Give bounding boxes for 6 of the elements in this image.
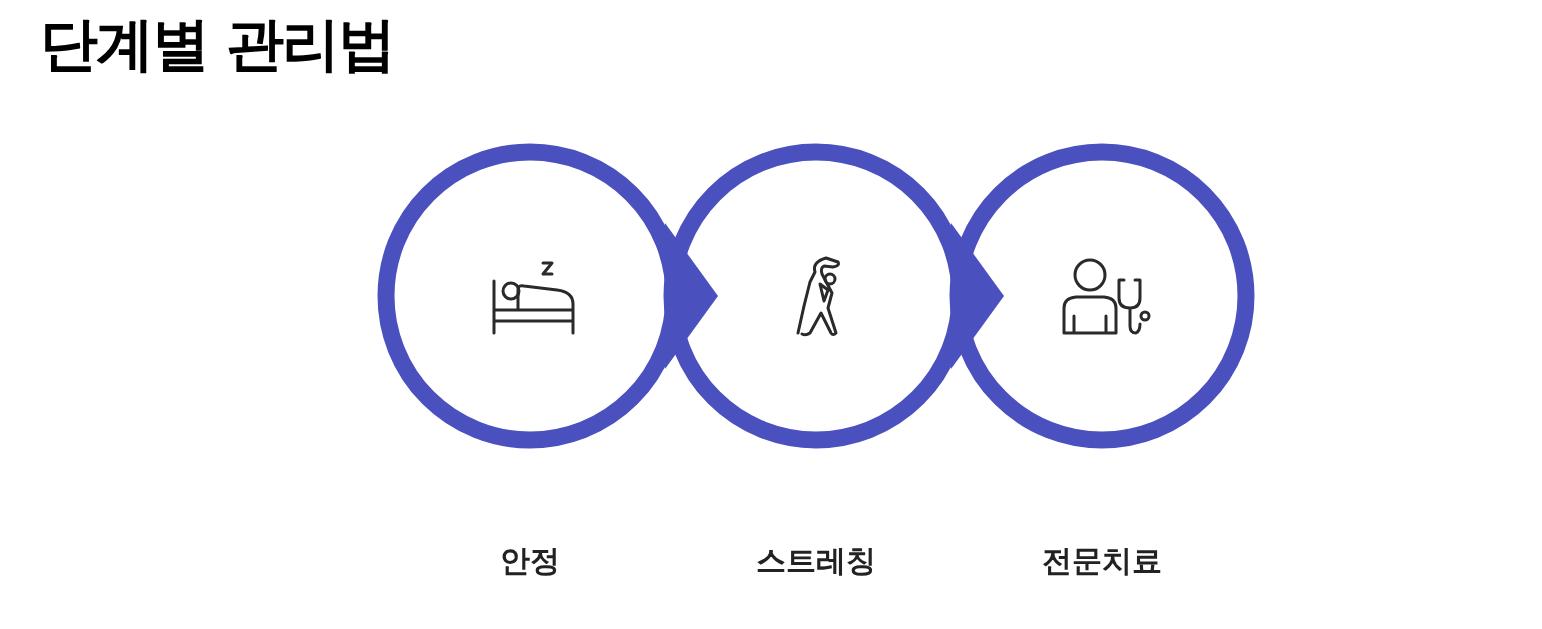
step-label: 안정: [499, 542, 561, 580]
title: 단계별 관리법: [40, 9, 395, 80]
pointer-arrow: [665, 223, 718, 369]
pointer-arrow: [951, 223, 1004, 369]
step-label: 전문치료: [1041, 542, 1163, 580]
step-label: 스트레칭: [755, 542, 877, 580]
